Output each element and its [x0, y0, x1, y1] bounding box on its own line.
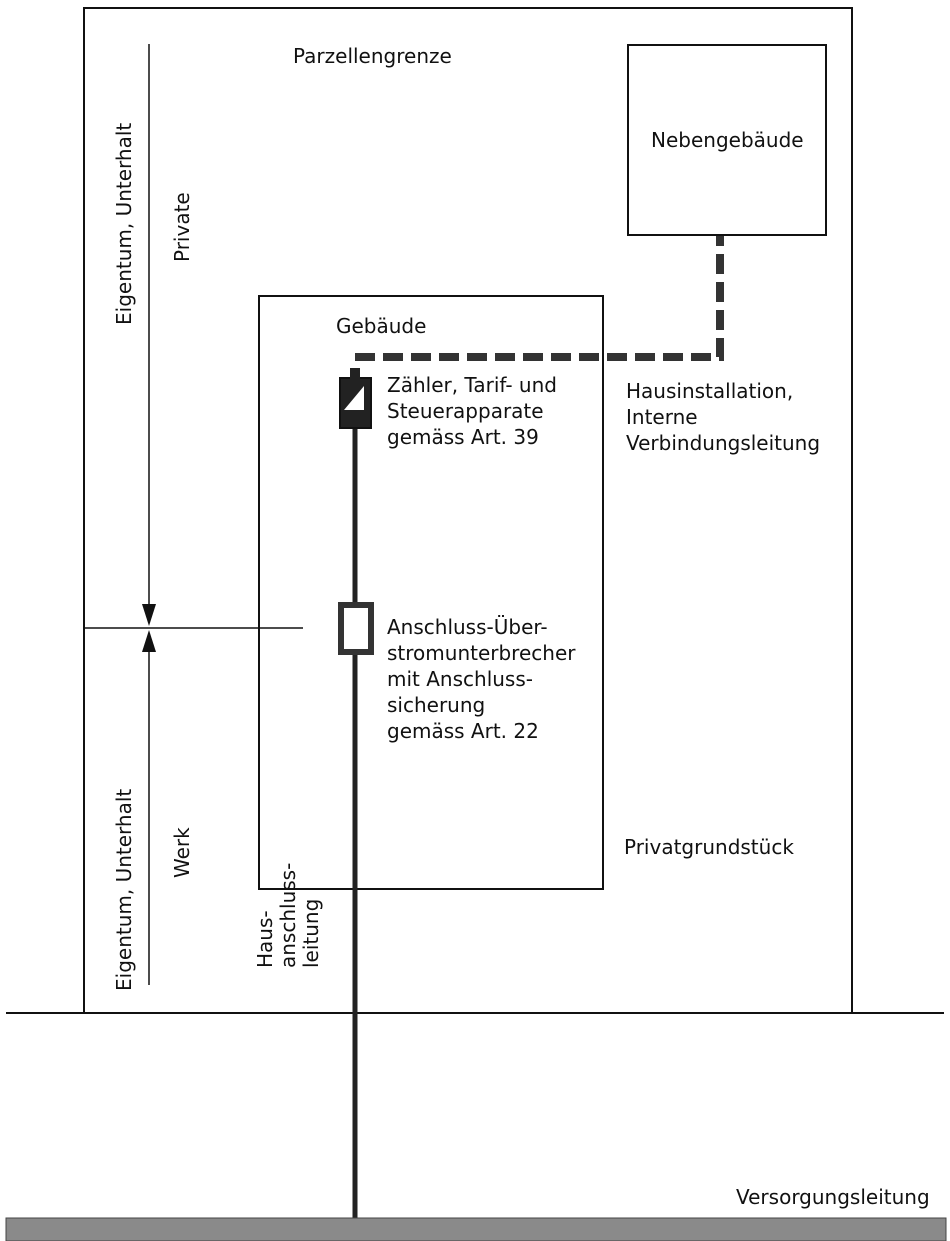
building-label: Gebäude — [336, 314, 427, 338]
ownership-utility-label: Eigentum, Unterhalt — [112, 788, 136, 991]
parcel-boundary — [83, 7, 853, 1014]
private-property-label: Privatgrundstück — [624, 835, 794, 859]
ownership-private-label: Eigentum, Unterhalt — [112, 122, 136, 325]
house-installation-label: Hausinstallation, Interne Verbindungslei… — [626, 379, 821, 455]
meter-label: Zähler, Tarif- und Steuerapparate gemäss… — [387, 373, 557, 449]
supply-line-label: Versorgungsleitung — [736, 1185, 930, 1209]
service-line-label: Haus- anschluss- leitung — [253, 862, 323, 968]
utility-label: Werk — [170, 827, 194, 878]
connection-breaker-label: Anschluss-Über- stromunterbrecher mit An… — [387, 615, 576, 743]
outbuilding-label: Nebengebäude — [651, 128, 804, 152]
building-box — [258, 295, 604, 890]
meter-top — [350, 368, 360, 379]
outbuilding-box — [627, 44, 827, 236]
supply-pipe — [5, 1217, 947, 1241]
breaker-icon — [338, 602, 374, 655]
private-label: Private — [170, 192, 194, 262]
arrowhead-up — [142, 630, 156, 652]
parcel-boundary-label: Parzellengrenze — [293, 44, 452, 68]
internal-connection-line — [355, 236, 724, 361]
meter-triangle — [344, 386, 364, 410]
arrowhead-down — [142, 604, 156, 626]
